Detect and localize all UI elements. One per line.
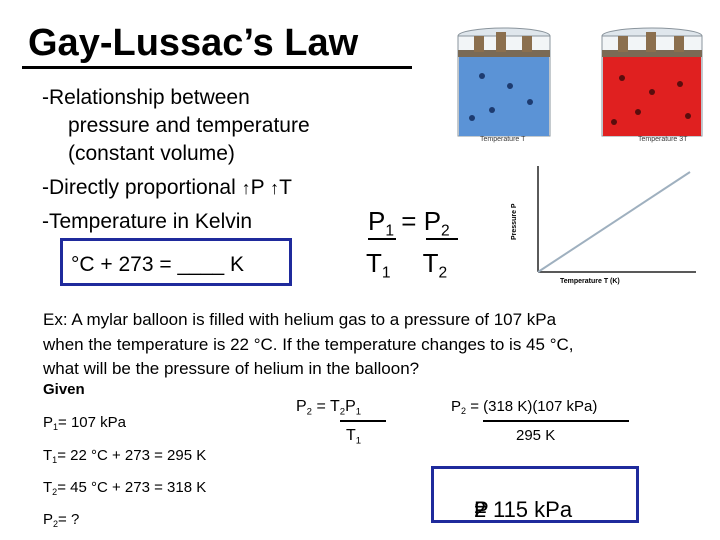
solve-equation-denominator: T1	[346, 427, 362, 447]
law-p1: P	[368, 206, 386, 236]
bullet-relationship-cont: pressure and temperature	[68, 114, 310, 137]
law-fraction-bar-left	[368, 238, 396, 240]
conversion-box: °C + 273 = ____ K	[60, 238, 292, 286]
page-title: Gay-Lussac’s Law	[28, 22, 359, 64]
conversion-formula: °C + 273 = ____ K	[71, 253, 245, 276]
law-numerator: P1 = P2	[368, 206, 450, 240]
example-line-3: what will be the pressure of helium in t…	[43, 359, 420, 378]
given-p2: P2= ?	[43, 511, 80, 530]
law-denominator: T1 T2	[366, 248, 447, 282]
given-t2: T2= 45 °C + 273 = 318 K	[43, 479, 207, 498]
plug-equation-numerator: P2 = (318 K)(107 kPa)	[451, 398, 598, 417]
graph-ylabel: Pressure P	[511, 203, 518, 240]
plug-fraction-bar	[483, 420, 629, 422]
law-p2: P	[423, 206, 442, 236]
law-p2-sub: 2	[441, 222, 450, 240]
pressure-temperature-graph	[537, 166, 696, 273]
bullet-proportional-text: -Directly proportional	[42, 176, 236, 199]
bullet-kelvin: -Temperature in Kelvin	[42, 210, 253, 233]
law-t1-sub: 1	[381, 264, 391, 282]
graph-xlabel: Temperature T (K)	[560, 278, 620, 285]
law-t2: T	[422, 248, 439, 278]
law-t2-sub: 2	[438, 264, 448, 282]
plug-equation-denominator: 295 K	[516, 427, 556, 444]
law-fraction-bar-right	[426, 238, 458, 240]
bullet-t-symbol: T	[279, 176, 292, 199]
title-underline	[22, 66, 412, 69]
example-line-1: Ex: A mylar balloon is filled with heliu…	[43, 310, 557, 329]
label-temperature-3t: Temperature 3T	[638, 136, 688, 143]
bullet-relationship: -Relationship between	[42, 86, 250, 109]
container-hot	[601, 27, 703, 137]
bullet-constant-volume: (constant volume)	[68, 142, 235, 165]
solve-equation-numerator: P2 = T2P1	[296, 398, 362, 418]
gas-container-illustration	[457, 27, 703, 137]
gas-cool-fill	[459, 56, 549, 136]
label-temperature-t: Temperature T	[480, 136, 526, 143]
up-arrow-icon: ↑	[241, 178, 251, 198]
bullet-directly-proportional: -Directly proportional ↑P ↑T	[42, 176, 292, 200]
bullet-p-symbol: P	[250, 176, 265, 199]
graph-proportional-line	[537, 171, 691, 273]
given-heading: Given	[43, 381, 85, 398]
gas-hot-fill	[603, 56, 701, 136]
container-cool	[457, 27, 551, 137]
law-equals: =	[401, 206, 417, 236]
law-p1-sub: 1	[385, 222, 395, 240]
solve-fraction-bar	[340, 420, 386, 422]
given-t1: T1= 22 °C + 273 = 295 K	[43, 447, 207, 466]
up-arrow-icon: ↑	[270, 178, 280, 198]
given-p1: P1= 107 kPa	[43, 414, 126, 433]
law-t1: T	[366, 248, 382, 278]
example-line-2: when the temperature is 22 °C. If the te…	[43, 335, 574, 354]
